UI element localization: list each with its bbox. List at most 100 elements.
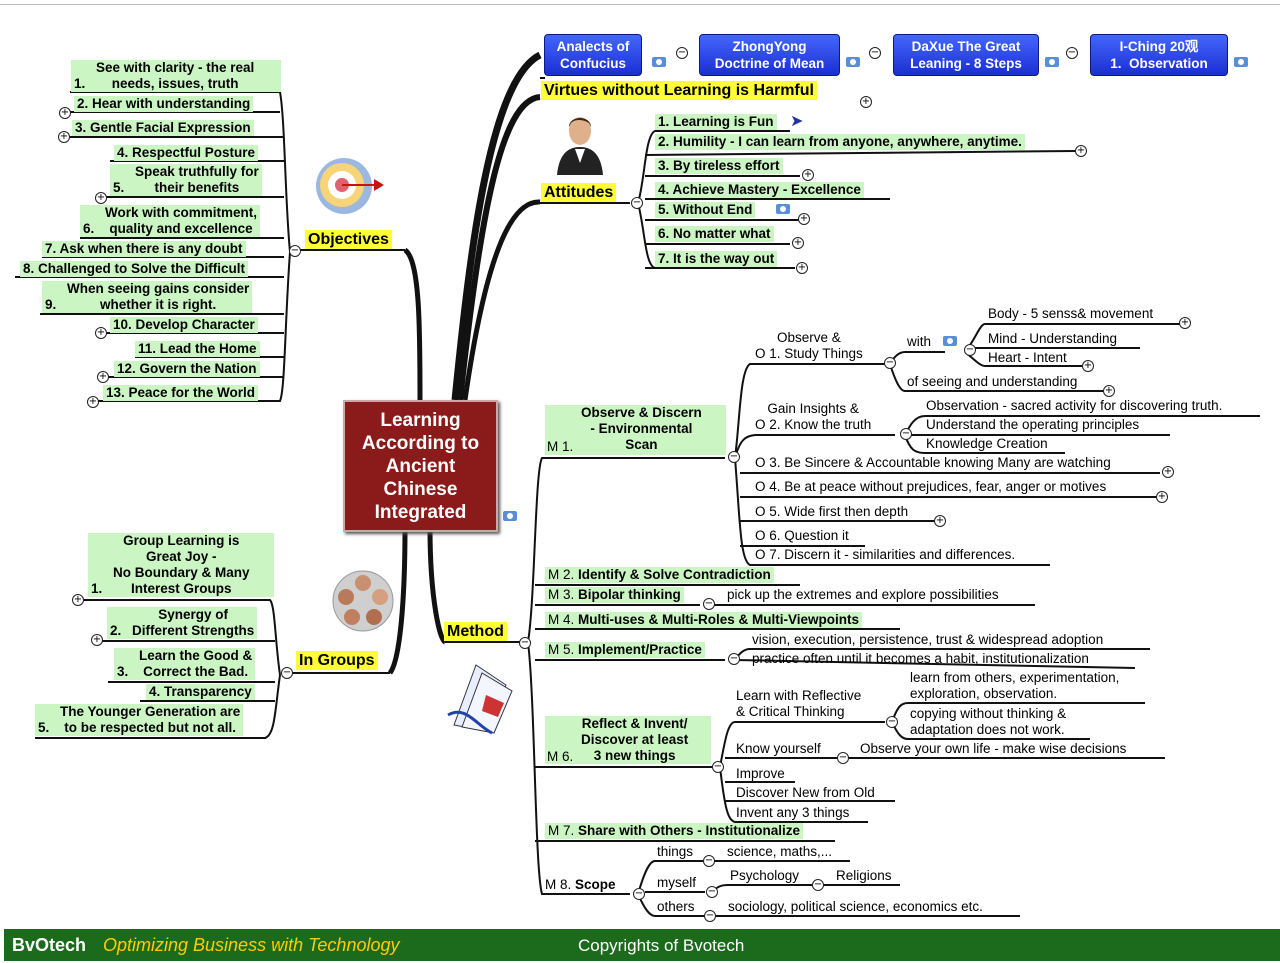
collapse-toggle[interactable]: − (712, 761, 724, 773)
o2-item[interactable]: Observation - sacred activity for discov… (926, 398, 1223, 413)
m6-item[interactable]: Discover New from Old (736, 785, 875, 800)
collapse-toggle[interactable]: − (964, 344, 976, 356)
expand-toggle[interactable]: + (1156, 491, 1168, 503)
book-zhongyong[interactable]: ZhongYong Doctrine of Mean (699, 34, 840, 76)
collapse-toggle[interactable]: − (728, 653, 740, 665)
group-item[interactable]: 3.Learn the Good & Correct the Bad. (114, 648, 256, 680)
m1-item[interactable]: O 7. Discern it - similarities and diffe… (755, 547, 1016, 562)
objectives-topic[interactable]: Objectives (305, 230, 392, 249)
collapse-toggle[interactable]: − (900, 428, 912, 440)
link-icon[interactable] (652, 55, 666, 67)
method-m6[interactable]: M 6. Reflect & Invent/ Discover at least… (545, 716, 711, 764)
virtues-topic[interactable]: Virtues without Learning is Harmful (541, 81, 817, 100)
m6-item[interactable]: Invent any 3 things (736, 805, 850, 820)
book-iching[interactable]: I-Ching 20观 1. Observation (1090, 34, 1228, 76)
m8-others-detail[interactable]: sociology, political science, economics … (728, 899, 983, 914)
objective-item[interactable]: 10. Develop Character (110, 317, 258, 333)
m1-o1[interactable]: Observe & O 1. Study Things (755, 330, 863, 361)
m1-item[interactable]: O 3. Be Sincere & Accountable knowing Ma… (755, 455, 1111, 470)
objective-item[interactable]: 7. Ask when there is any doubt (42, 241, 246, 257)
collapse-toggle[interactable]: − (633, 888, 645, 900)
objective-item[interactable]: 3. Gentle Facial Expression (72, 120, 254, 136)
m8-myself[interactable]: myself (657, 875, 697, 890)
groups-topic[interactable]: In Groups (296, 651, 378, 670)
m1-o2[interactable]: Gain Insights & O 2. Know the truth (755, 401, 872, 432)
central-topic[interactable]: Learning According to Ancient Chinese In… (343, 400, 498, 532)
m8-religions[interactable]: Religions (836, 868, 892, 883)
objective-item[interactable]: 9.When seeing gains consider whether it … (42, 281, 253, 313)
method-m7[interactable]: M 7. Share with Others - Institutionaliz… (545, 823, 804, 839)
group-item[interactable]: 4. Transparency (146, 684, 255, 700)
expand-toggle[interactable]: + (58, 131, 70, 143)
objective-item[interactable]: 5.Speak truthfully for their benefits (110, 164, 262, 196)
objective-item[interactable]: 4. Respectful Posture (114, 145, 259, 161)
expand-toggle[interactable]: + (59, 107, 71, 119)
group-item[interactable]: 5.The Younger Generation are to be respe… (35, 704, 244, 736)
m6-reflective[interactable]: Learn with Reflective & Critical Thinkin… (736, 688, 862, 719)
link-icon[interactable] (846, 55, 860, 67)
book-daxue[interactable]: DaXue The Great Leaning - 8 Steps (893, 34, 1039, 76)
collapse-toggle[interactable]: − (281, 667, 293, 679)
m8-psychology[interactable]: Psychology (730, 868, 800, 883)
collapse-toggle[interactable]: − (869, 47, 881, 59)
expand-toggle[interactable]: + (1075, 145, 1087, 157)
expand-toggle[interactable]: + (934, 515, 946, 527)
attitude-item[interactable]: 2. Humility - I can learn from anyone, a… (655, 134, 1025, 150)
m1-item[interactable]: O 4. Be at peace without prejudices, fea… (755, 479, 1107, 494)
group-item[interactable]: 1.Group Learning is Great Joy - No Bound… (88, 533, 274, 597)
expand-toggle[interactable]: + (802, 169, 814, 181)
expand-toggle[interactable]: + (798, 213, 810, 225)
expand-toggle[interactable]: + (87, 396, 99, 408)
o2-item[interactable]: Knowledge Creation (926, 436, 1048, 451)
expand-toggle[interactable]: + (97, 371, 109, 383)
link-icon[interactable] (943, 334, 957, 346)
objective-item[interactable]: 2. Hear with understanding (74, 96, 254, 112)
objective-item[interactable]: 8. Challenged to Solve the Difficult (20, 261, 249, 277)
m6-reflective-item[interactable]: copying without thinking & adaptation do… (910, 706, 1067, 737)
expand-toggle[interactable]: + (95, 327, 107, 339)
collapse-toggle[interactable]: − (289, 245, 301, 257)
o1-sense[interactable]: Body - 5 senss& movement (988, 306, 1154, 321)
expand-toggle[interactable]: + (91, 634, 103, 646)
m8-things[interactable]: things (657, 844, 694, 859)
method-m8[interactable]: M 8. Scope (545, 877, 616, 892)
m1-item[interactable]: O 6. Question it (755, 528, 849, 543)
method-m4[interactable]: M 4. Multi-uses & Multi-Roles & Multi-Vi… (545, 612, 863, 628)
objective-item[interactable]: 1.See with clarity - the real needs, iss… (71, 60, 281, 92)
attitude-item[interactable]: 3. By tireless effort (655, 158, 783, 174)
collapse-toggle[interactable]: − (706, 886, 718, 898)
expand-toggle[interactable]: + (1179, 317, 1191, 329)
method-m1[interactable]: M 1. Observe & Discern - Environmental S… (545, 405, 726, 455)
method-m2[interactable]: M 2. Identify & Solve Contradiction (545, 567, 774, 583)
o1-with[interactable]: with (907, 334, 932, 349)
expand-toggle[interactable]: + (792, 237, 804, 249)
method-topic[interactable]: Method (444, 622, 507, 641)
collapse-toggle[interactable]: − (519, 637, 531, 649)
attitude-item[interactable]: 1. Learning is Fun (655, 114, 777, 130)
link-icon[interactable] (1045, 55, 1059, 67)
m5-detail[interactable]: practice often until it becomes a habit,… (752, 651, 1089, 666)
m6-item[interactable]: Improve (736, 766, 785, 781)
expand-toggle[interactable]: + (1082, 360, 1094, 372)
collapse-toggle[interactable]: − (886, 716, 898, 728)
collapse-toggle[interactable]: − (1066, 47, 1078, 59)
m6-reflective-item[interactable]: learn from others, experimentation, expl… (910, 670, 1120, 701)
attitude-item[interactable]: 6. No matter what (655, 226, 774, 242)
attitude-item[interactable]: 5. Without End (655, 202, 756, 218)
expand-toggle[interactable]: + (1103, 385, 1115, 397)
method-m5[interactable]: M 5. Implement/Practice (545, 642, 705, 658)
link-icon[interactable] (776, 202, 790, 214)
objective-item[interactable]: 11. Lead the Home (135, 341, 260, 357)
collapse-toggle[interactable]: − (884, 357, 896, 369)
collapse-toggle[interactable]: − (704, 910, 716, 922)
o1-seeing[interactable]: of seeing and understanding (907, 374, 1078, 389)
o2-item[interactable]: Understand the operating principles (926, 417, 1140, 432)
m5-detail[interactable]: vision, execution, persistence, trust & … (752, 632, 1104, 647)
o1-sense[interactable]: Heart - Intent (988, 350, 1067, 365)
expand-toggle[interactable]: + (95, 192, 107, 204)
m3-detail[interactable]: pick up the extremes and explore possibi… (727, 587, 999, 602)
m8-others[interactable]: others (657, 899, 695, 914)
link-icon[interactable] (503, 509, 517, 521)
objective-item[interactable]: 12. Govern the Nation (114, 361, 260, 377)
collapse-toggle[interactable]: − (728, 451, 740, 463)
